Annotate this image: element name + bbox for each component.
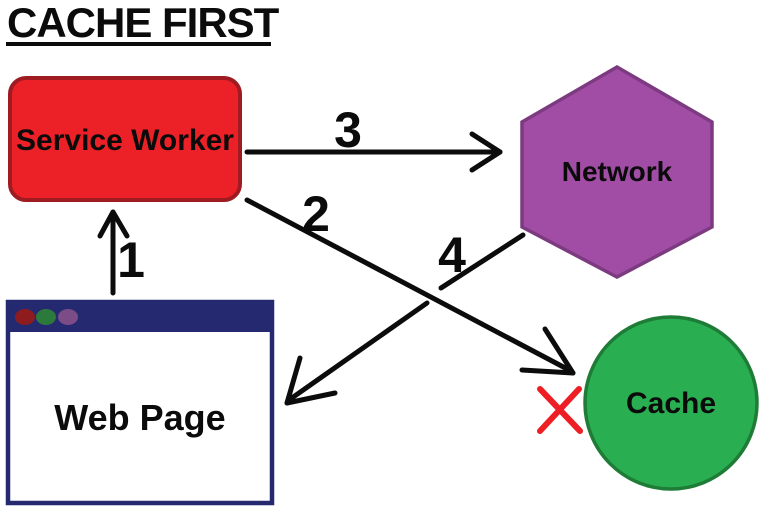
window-dot-purple-icon: [58, 309, 78, 325]
window-dot-red-icon: [15, 309, 35, 325]
browser-window-frame: [5, 299, 275, 506]
arrow-4-label: 4: [438, 227, 466, 283]
arrow-step-4: 4: [284, 227, 526, 406]
node-cache: Cache: [583, 315, 759, 491]
arrow-3-label: 3: [334, 102, 362, 158]
blocked-x-icon: [537, 386, 583, 434]
node-network: Network: [520, 64, 714, 279]
service-worker-box: [8, 76, 242, 202]
web-page-label: Web Page: [54, 397, 225, 438]
page-title: CACHE FIRST: [7, 0, 280, 46]
node-service-worker: Service Worker: [8, 76, 242, 202]
cache-label: Cache: [626, 387, 716, 420]
node-web-page: Web Page: [5, 299, 275, 506]
window-dot-green-icon: [36, 309, 56, 325]
service-worker-label: Service Worker: [16, 124, 234, 157]
arrow-1-label: 1: [117, 232, 145, 288]
arrow-step-1: 1: [97, 209, 145, 296]
network-hexagon: [520, 64, 714, 279]
arrow-step-2: 2: [244, 186, 576, 376]
cache-circle: [583, 315, 759, 491]
arrow-step-3: 3: [244, 102, 503, 173]
arrow-2-label: 2: [302, 186, 330, 242]
network-label: Network: [562, 156, 673, 187]
